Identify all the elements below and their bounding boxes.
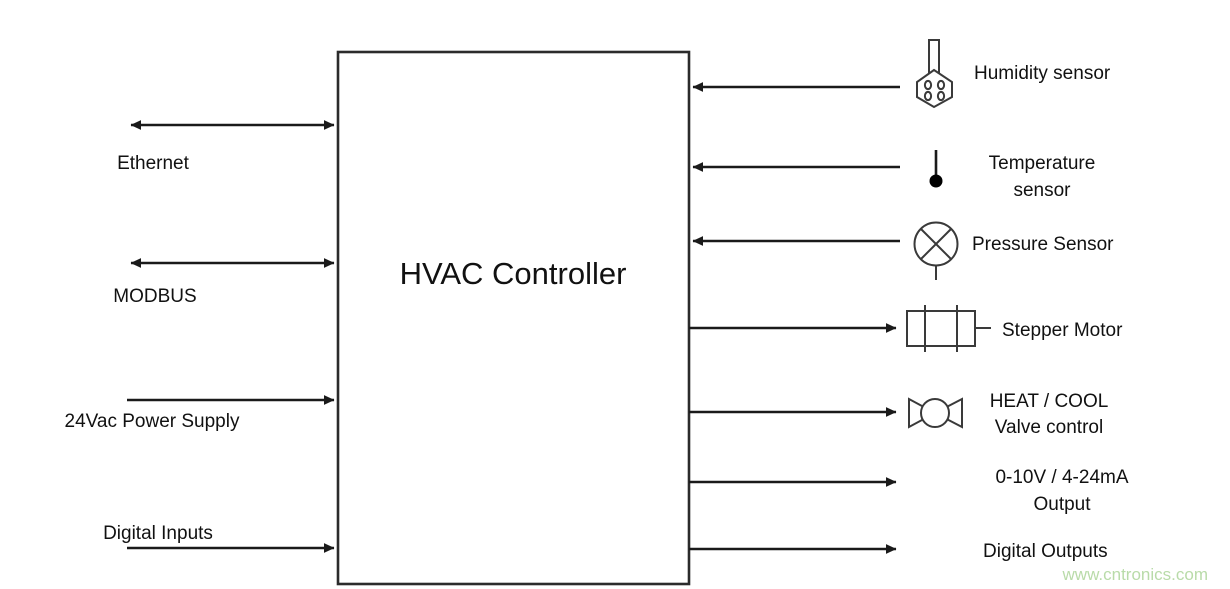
watermark-text: www.cntronics.com [1062,565,1208,584]
port-modbus: MODBUS [113,258,335,307]
stepper-motor-label: Stepper Motor [1002,320,1123,341]
hvac-controller-block [336,50,691,586]
port-digital-outputs: Digital Outputs [689,541,1108,562]
port-stepper-motor: Stepper Motor [689,305,1123,352]
port-power-supply: 24Vac Power Supply [65,395,335,432]
port-valve-control: HEAT / COOL Valve control [689,391,1108,438]
pressure-sensor-label: Pressure Sensor [972,234,1114,255]
valve-control-label-line1: HEAT / COOL [990,391,1109,412]
stepper-motor-icon [906,305,991,352]
temperature-sensor-label-line1: Temperature [989,153,1096,174]
ethernet-label: Ethernet [117,153,190,174]
valve-control-label-line2: Valve control [995,417,1103,438]
port-pressure-sensor: Pressure Sensor [692,221,1114,280]
humidity-sensor-icon [916,39,953,109]
port-humidity-sensor: Humidity sensor [692,39,1111,109]
digital-outputs-label: Digital Outputs [983,541,1108,562]
analog-output-label-line1: 0-10V / 4-24mA [995,467,1128,488]
humidity-sensor-label: Humidity sensor [974,63,1111,84]
valve-icon [908,397,963,429]
pressure-sensor-icon [913,221,959,280]
port-temperature-sensor: Temperature sensor [692,150,1096,201]
hvac-controller-title: HVAC Controller [400,256,627,291]
temperature-sensor-label-line2: sensor [1013,180,1071,201]
power-supply-label: 24Vac Power Supply [65,411,240,432]
digital-inputs-label: Digital Inputs [103,523,213,544]
modbus-label: MODBUS [113,286,196,307]
port-digital-inputs: Digital Inputs [103,523,335,553]
port-ethernet: Ethernet [117,120,335,174]
thermometer-icon [929,150,943,188]
analog-output-label-line2: Output [1033,494,1091,515]
port-analog-output: 0-10V / 4-24mA Output [689,467,1129,515]
